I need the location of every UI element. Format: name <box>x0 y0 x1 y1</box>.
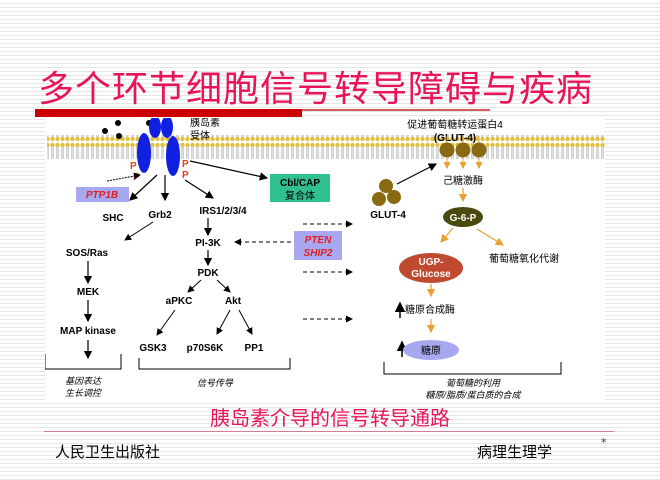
arrow-pdk-akt <box>216 279 231 293</box>
slide-title: 多个环节细胞信号转导障碍与疾病 <box>38 69 594 110</box>
cblcap-label: 复合体 <box>285 189 315 202</box>
group-middle-label: 信号传导 <box>197 378 234 388</box>
glucose-oxidation-label: 葡萄糖氧化代谢 <box>489 252 559 265</box>
ugp-label: UGP- <box>419 257 444 268</box>
node-shc: SHC <box>102 213 123 224</box>
group-left-label: 生长调控 <box>65 388 103 398</box>
arrow-g6p-ugp <box>440 227 454 243</box>
ptp1b-box <box>76 187 129 202</box>
glut4-vesicle <box>372 179 401 206</box>
glut4-label: GLUT-4 <box>370 210 406 221</box>
ptp1b-label: PTP1B <box>86 190 118 201</box>
group-left-label: 基因表达 <box>65 376 102 386</box>
diagram-caption: 胰岛素介导的信号转导通路 <box>210 406 450 430</box>
node-gsk3: GSK3 <box>139 343 167 354</box>
hexokinase-label: 己糖激酶 <box>443 174 483 187</box>
pten-label: PTEN <box>305 235 332 246</box>
group-right-label: 糖原/脂质/蛋白质的合成 <box>425 390 522 400</box>
receptor-label: 受体 <box>190 130 210 142</box>
footer-publisher: 人民卫生出版社 <box>55 443 161 461</box>
ptp1b-arrow <box>106 172 141 182</box>
node-map-kinase: MAP kinase <box>60 326 116 337</box>
node-p70s6k: p70S6K <box>187 343 224 354</box>
arrow-akt-p70 <box>216 309 231 335</box>
glut4-title: 促进葡萄糖转运蛋白4 <box>407 118 503 131</box>
node-mek: MEK <box>77 287 100 298</box>
title-underline-bar <box>35 109 302 117</box>
ugp-label: Glucose <box>411 269 451 280</box>
node-pi3k: PI-3K <box>195 238 221 249</box>
glycogen-node <box>403 340 459 360</box>
phospho-p: P <box>130 161 137 172</box>
arrow-to-irs <box>184 179 215 199</box>
g6p-label: G-6-P <box>450 213 477 224</box>
insulin-molecules <box>102 120 152 139</box>
node-akt: Akt <box>225 296 242 307</box>
phospho-p: P <box>182 159 189 170</box>
phospho-p: P <box>133 172 140 183</box>
glycogen-synthase-label: 糖原合成酶 <box>405 303 455 316</box>
cblcap-label: Cbl/CAP <box>280 178 320 189</box>
title-underline-thin <box>302 109 490 111</box>
g6p-node <box>443 207 483 227</box>
node-pp1: PP1 <box>245 343 264 354</box>
node-apkc: aPKC <box>166 296 193 307</box>
arrow-pdk-apkc <box>187 279 202 293</box>
arrow-to-cblcap <box>189 160 269 181</box>
node-pdk: PDK <box>197 268 219 279</box>
footer-subject: 病理生理学 <box>477 443 553 461</box>
arrow-apkc-gsk3 <box>156 309 176 336</box>
glut4-title: (GLUT-4) <box>434 133 476 144</box>
phospho-p: P <box>182 170 189 181</box>
arrow-to-shc <box>129 174 158 201</box>
glut4-membrane-transporters <box>439 136 487 169</box>
bracket-left <box>44 354 122 370</box>
insulin-receptor <box>137 116 180 176</box>
receptor-label: 胰岛素 <box>190 118 220 129</box>
cblcap-box <box>270 174 330 202</box>
node-grb2: Grb2 <box>148 210 172 221</box>
node-irs: IRS1/2/3/4 <box>199 206 247 217</box>
insulin-pathway-diagram: 胰岛素 受体 P P P P PTP1B Cbl/CAP 复合体 SHC Grb… <box>44 116 605 400</box>
group-right-label: 葡萄糖的利用 <box>446 378 501 388</box>
arrow-akt-pp1 <box>238 309 253 335</box>
ship2-label: SHIP2 <box>304 248 333 259</box>
ugp-glucose-node <box>399 253 463 283</box>
node-sos-ras: SOS/Ras <box>66 248 109 259</box>
pten-ship2-box <box>294 231 342 260</box>
bracket-right <box>383 362 562 375</box>
footer-mark: * <box>601 436 607 449</box>
arrow-g6p-oxidation <box>476 228 505 246</box>
bracket-middle <box>138 358 291 370</box>
caption-divider <box>44 431 614 432</box>
cell-membrane <box>47 135 605 159</box>
arrow-grb2-sos <box>124 221 154 241</box>
arrow-glut4-translocation <box>396 163 438 185</box>
glycogen-label: 糖原 <box>421 344 441 357</box>
